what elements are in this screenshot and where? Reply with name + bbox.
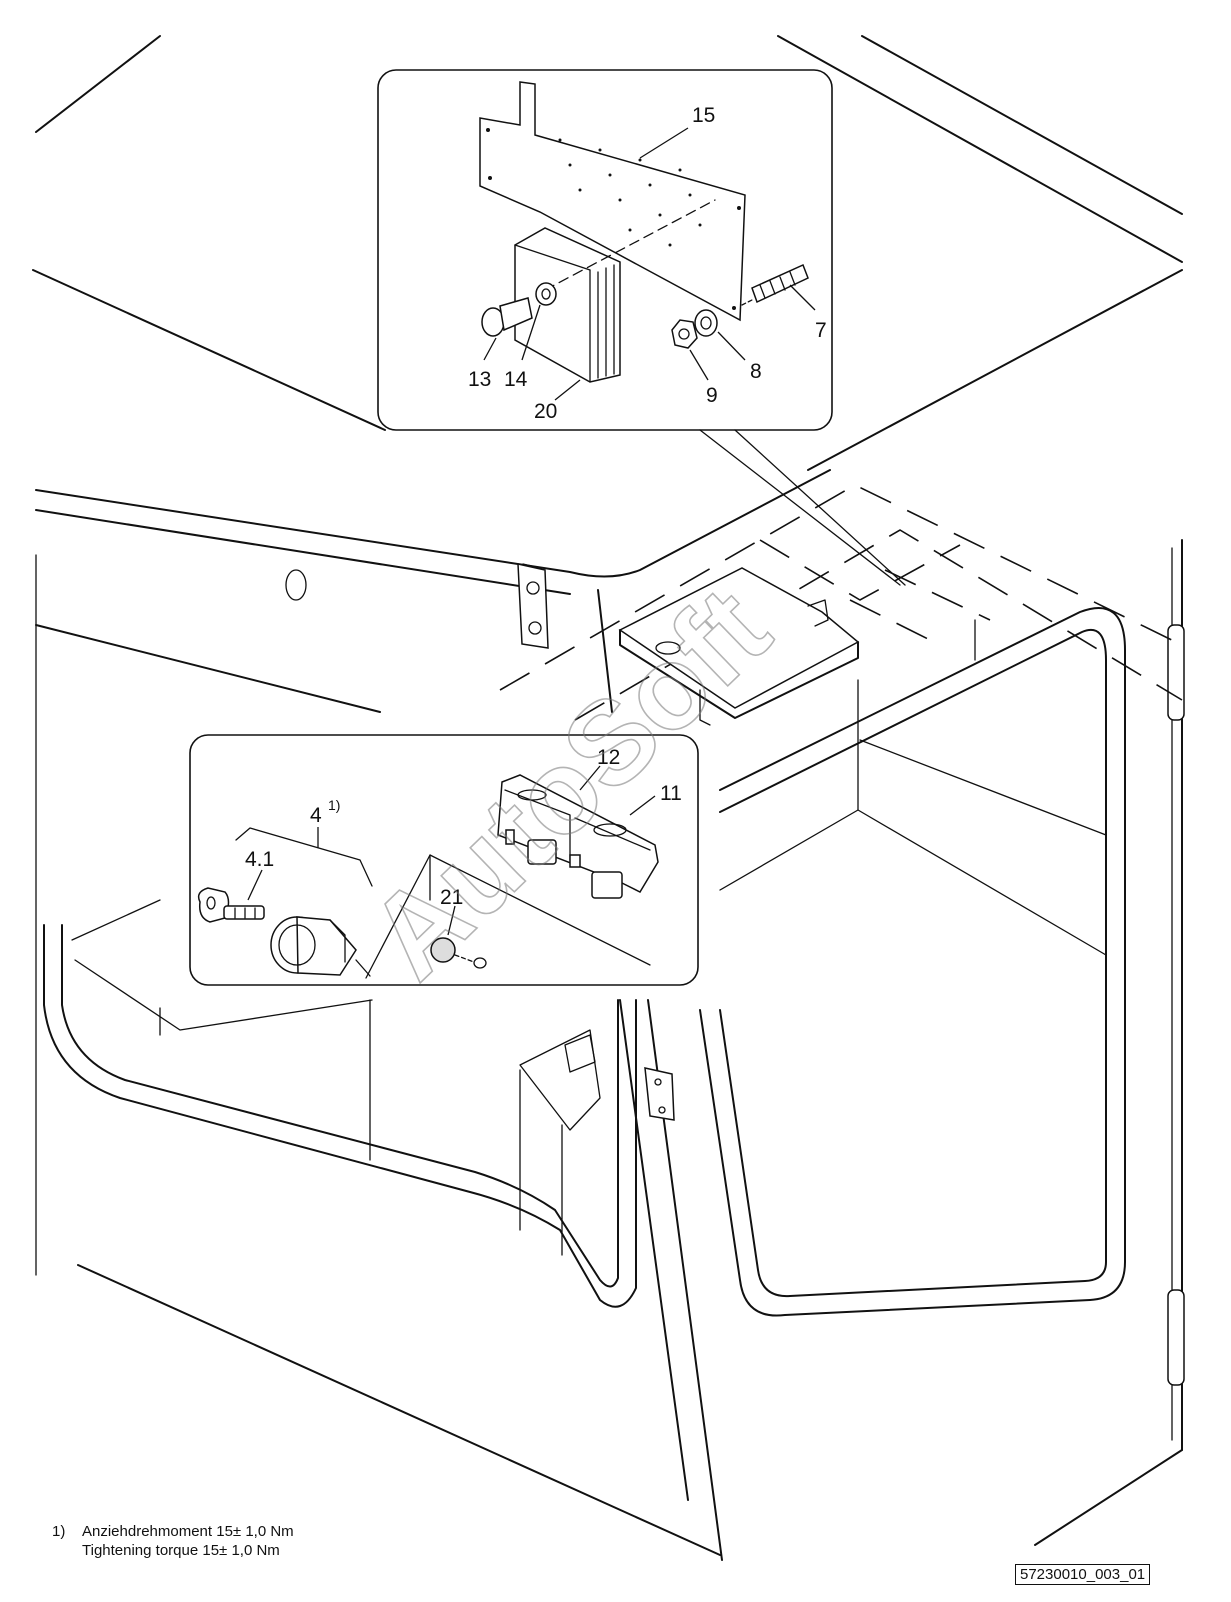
stud-bolt (741, 263, 809, 306)
detail-view-controller: 15 7 8 9 13 14 20 (377, 69, 906, 586)
footnote: 1) Anziehdrehmoment 15± 1,0 Nm Tightening… (52, 1522, 294, 1560)
bracket-plate-left (517, 563, 549, 649)
detail-view-dashboard: 4 1) 4.1 12 11 21 (189, 734, 699, 986)
ignition-switch (270, 916, 371, 977)
switch-panel (497, 774, 659, 899)
callout-11: 11 (660, 782, 682, 805)
cab-structure (32, 35, 1185, 1561)
callout-21: 21 (440, 886, 463, 909)
footnote-line-en: Tightening torque 15± 1,0 Nm (82, 1542, 280, 1559)
callout-15: 15 (692, 104, 715, 127)
ignition-key (197, 887, 265, 923)
callout-12: 12 (597, 746, 620, 769)
callout-8: 8 (750, 360, 762, 383)
callout-4-note: 1) (328, 797, 340, 813)
indicator-lamp (430, 937, 487, 969)
bracket-plate-right (644, 1067, 675, 1121)
footnote-marker: 1) (52, 1523, 66, 1540)
callout-9: 9 (706, 384, 718, 407)
hex-nut (671, 319, 698, 349)
screw (481, 297, 533, 337)
footnote-line-de: Anziehdrehmoment 15± 1,0 Nm (82, 1523, 294, 1540)
washer-small (535, 282, 557, 306)
callout-20: 20 (534, 400, 557, 423)
callout-7: 7 (815, 319, 827, 342)
washer (694, 309, 718, 337)
control-unit (514, 227, 621, 383)
drawing-number: 57230010_003_01 (1015, 1564, 1151, 1585)
callout-4-1: 4.1 (245, 848, 274, 871)
callout-13: 13 (468, 368, 491, 391)
callout-4: 4 (310, 804, 322, 827)
callout-14: 14 (504, 368, 528, 391)
